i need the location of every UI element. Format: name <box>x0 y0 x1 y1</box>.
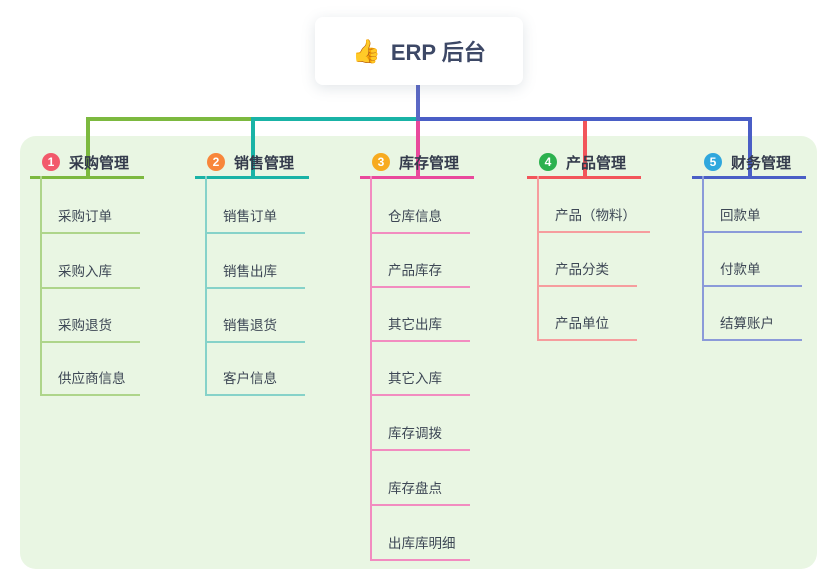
branch-title-label: 库存管理 <box>399 154 460 172</box>
branch-title-5[interactable]: 5 财务管理 <box>704 148 791 176</box>
branch-number-badge: 4 <box>539 153 557 171</box>
branch-title-1[interactable]: 1 采购管理 <box>42 148 129 176</box>
branch-child-spine-4 <box>537 176 539 341</box>
child-node-label: 付款单 <box>720 262 761 277</box>
child-node-label: 产品库存 <box>388 263 442 278</box>
connector-drop-branch-5 <box>748 117 752 179</box>
child-node[interactable]: 采购入库 <box>40 257 140 289</box>
mindmap-canvas <box>20 136 817 569</box>
child-node[interactable]: 产品分类 <box>537 255 637 287</box>
child-node-label: 采购订单 <box>58 209 112 224</box>
branch-title-3[interactable]: 3 库存管理 <box>372 148 459 176</box>
branch-title-label: 销售管理 <box>234 154 295 172</box>
branch-underline-5 <box>692 176 806 179</box>
connector-drop-branch-4 <box>583 117 587 179</box>
child-node-label: 仓库信息 <box>388 209 442 224</box>
branch-child-spine-1 <box>40 176 42 396</box>
root-node[interactable]: 👍 ERP 后台 <box>315 17 523 85</box>
connector-drop-branch-1 <box>86 117 90 179</box>
thumbs-up-icon: 👍 <box>352 37 381 64</box>
child-node-label: 供应商信息 <box>58 371 126 386</box>
child-node[interactable]: 付款单 <box>702 255 802 287</box>
connector-drop-branch-3 <box>416 117 420 179</box>
child-node-label: 出库库明细 <box>388 536 456 551</box>
child-node-label: 库存调拨 <box>388 426 442 441</box>
branch-title-label: 产品管理 <box>566 154 627 172</box>
connector-bar-segment-2 <box>251 117 418 121</box>
child-node-label: 其它出库 <box>388 317 442 332</box>
child-node[interactable]: 其它出库 <box>370 310 470 342</box>
branch-underline-1 <box>30 176 144 179</box>
branch-title-label: 财务管理 <box>731 154 792 172</box>
child-node[interactable]: 销售订单 <box>205 202 305 234</box>
child-node[interactable]: 供应商信息 <box>40 364 140 396</box>
child-node-label: 销售退货 <box>223 318 277 333</box>
child-node[interactable]: 结算账户 <box>702 309 802 341</box>
child-node-label: 采购入库 <box>58 264 112 279</box>
child-node[interactable]: 产品（物料） <box>537 201 650 233</box>
child-node[interactable]: 出库库明细 <box>370 529 470 561</box>
branch-underline-2 <box>195 176 309 179</box>
child-node-label: 产品分类 <box>555 262 609 277</box>
branch-number-badge: 5 <box>704 153 722 171</box>
branch-number-badge: 3 <box>372 153 390 171</box>
child-node-label: 库存盘点 <box>388 481 442 496</box>
root-connector-line <box>416 85 420 121</box>
child-node-label: 其它入库 <box>388 371 442 386</box>
child-node[interactable]: 采购订单 <box>40 202 140 234</box>
child-node-label: 产品（物料） <box>555 208 636 223</box>
child-node[interactable]: 库存盘点 <box>370 474 470 506</box>
branch-title-2[interactable]: 2 销售管理 <box>207 148 294 176</box>
child-node[interactable]: 销售出库 <box>205 257 305 289</box>
branch-title-label: 采购管理 <box>69 154 130 172</box>
child-node-label: 回款单 <box>720 208 761 223</box>
child-node-label: 产品单位 <box>555 316 609 331</box>
child-node-label: 结算账户 <box>720 316 774 331</box>
child-node-label: 采购退货 <box>58 318 112 333</box>
connector-drop-branch-2 <box>251 117 255 179</box>
branch-child-spine-5 <box>702 176 704 341</box>
child-node[interactable]: 回款单 <box>702 201 802 233</box>
branch-child-spine-3 <box>370 176 372 561</box>
child-node[interactable]: 产品库存 <box>370 256 470 288</box>
branch-number-badge: 2 <box>207 153 225 171</box>
branch-child-spine-2 <box>205 176 207 396</box>
child-node[interactable]: 客户信息 <box>205 364 305 396</box>
child-node[interactable]: 产品单位 <box>537 309 637 341</box>
root-title: ERP 后台 <box>390 40 486 65</box>
child-node-label: 销售订单 <box>223 209 277 224</box>
connector-bar-segment-1 <box>86 117 253 121</box>
child-node[interactable]: 仓库信息 <box>370 202 470 234</box>
child-node[interactable]: 销售退货 <box>205 311 305 343</box>
branch-underline-3 <box>360 176 474 179</box>
connector-bar-segment-3 <box>416 117 752 121</box>
child-node[interactable]: 其它入库 <box>370 364 470 396</box>
child-node[interactable]: 库存调拨 <box>370 419 470 451</box>
child-node-label: 客户信息 <box>223 371 277 386</box>
child-node[interactable]: 采购退货 <box>40 311 140 343</box>
branch-underline-4 <box>527 176 641 179</box>
branch-title-4[interactable]: 4 产品管理 <box>539 148 626 176</box>
child-node-label: 销售出库 <box>223 264 277 279</box>
branch-number-badge: 1 <box>42 153 60 171</box>
